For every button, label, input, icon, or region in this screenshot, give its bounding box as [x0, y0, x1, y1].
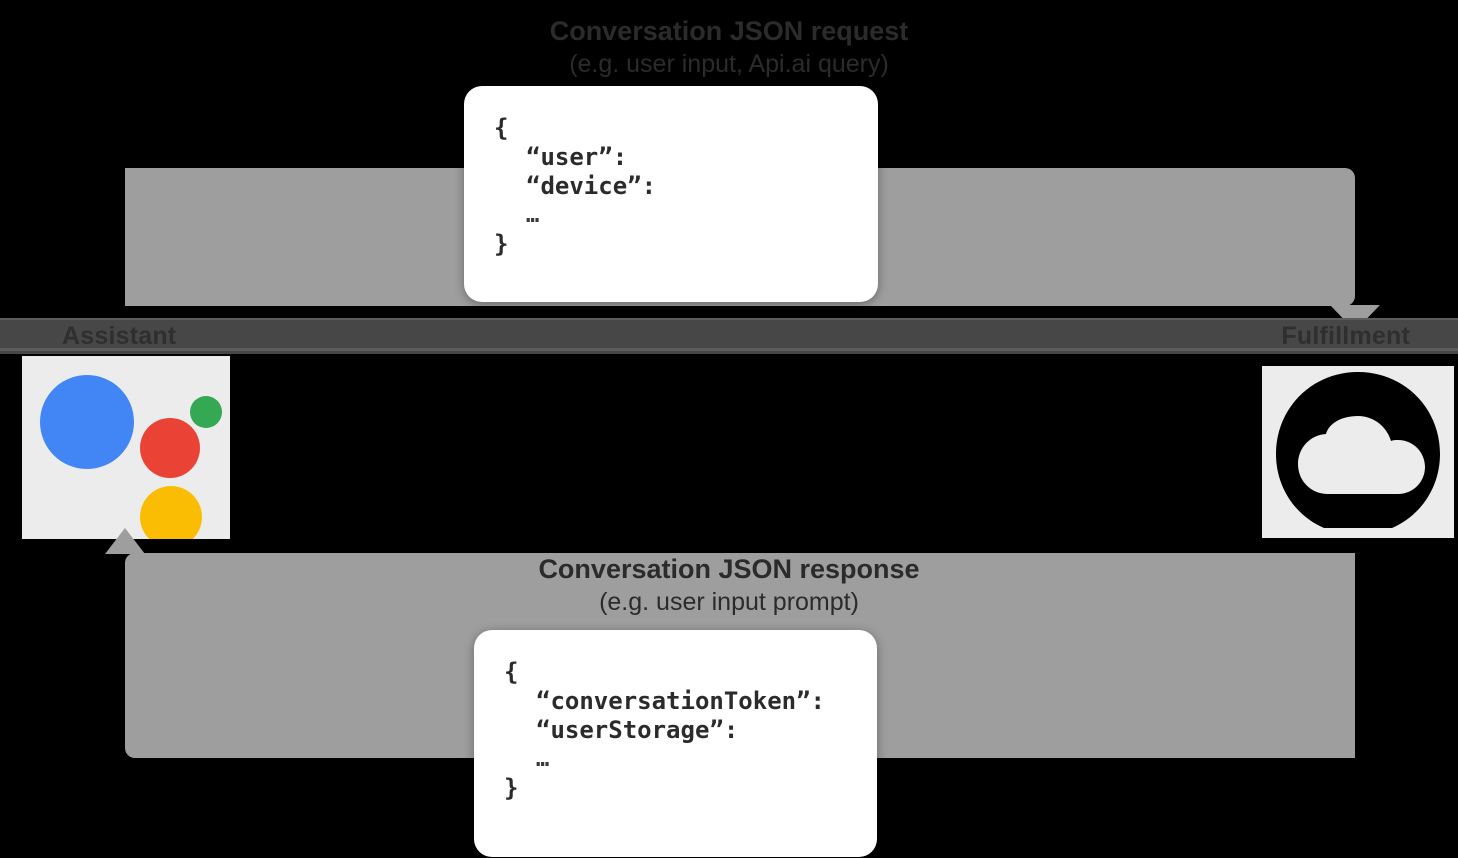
response-flow-arrowhead [105, 528, 145, 554]
json-line: “user”: [526, 143, 628, 171]
json-line: } [504, 774, 519, 802]
request-caption-subtitle: (e.g. user input, Api.ai query) [569, 50, 889, 78]
json-line: … [536, 747, 550, 772]
google-assistant-green-dot-icon [190, 396, 222, 428]
json-line: “device”: [526, 172, 657, 200]
json-line: “userStorage”: [536, 716, 739, 744]
lane-divider-top [0, 318, 1458, 320]
request-json-card: { “user”: “device”: … } [464, 86, 878, 302]
json-line: } [494, 230, 509, 258]
json-line: … [526, 203, 540, 228]
lane-divider-bottom [0, 348, 1458, 351]
request-caption: Conversation JSON request (e.g. user inp… [0, 14, 1458, 80]
google-assistant-yellow-dot-icon [140, 486, 202, 539]
google-assistant-red-dot-icon [140, 418, 200, 478]
google-assistant-blue-dot-icon [40, 375, 134, 469]
json-line: “conversationToken”: [536, 687, 825, 715]
fulfillment-icon-tile[interactable] [1262, 366, 1454, 538]
assistant-label: Assistant [62, 322, 177, 350]
assistant-icon-tile[interactable] [22, 356, 230, 539]
json-line: { [494, 114, 509, 142]
cloud-functions-icon [1276, 372, 1440, 528]
json-line: { [504, 658, 519, 686]
request-caption-title: Conversation JSON request [549, 16, 909, 46]
response-json-card: { “conversationToken”: “userStorage”: … … [474, 630, 877, 857]
fulfillment-label: Fulfillment [1281, 322, 1410, 350]
